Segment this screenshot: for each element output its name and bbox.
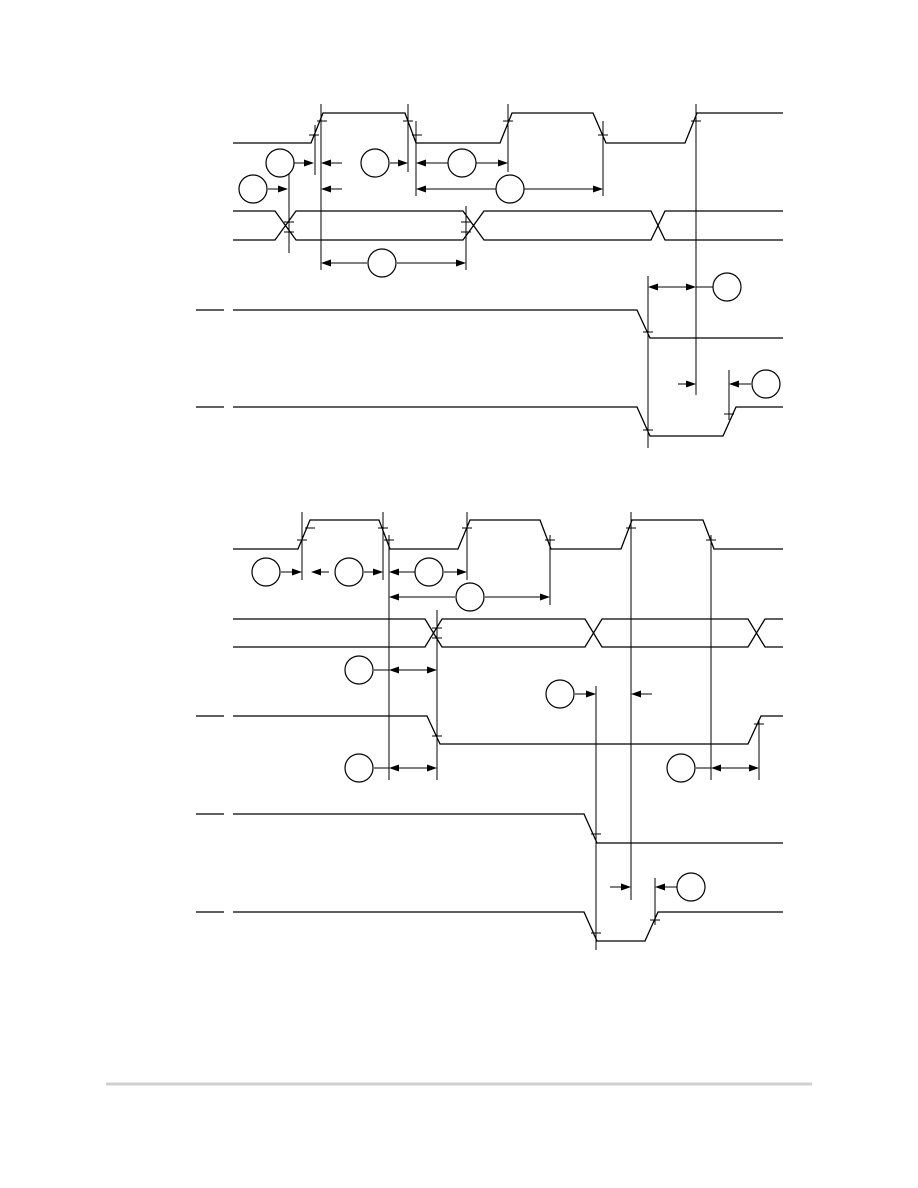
callout-1 xyxy=(251,557,281,587)
callout-9 xyxy=(676,872,706,902)
dimension-arrows xyxy=(268,159,751,388)
upper-timing-diagram xyxy=(196,104,783,448)
callout-4 xyxy=(455,582,485,612)
callout-2 xyxy=(360,148,390,178)
clock-waveform xyxy=(233,519,783,550)
reference-lines xyxy=(297,512,764,950)
strobe-signal-2 xyxy=(196,911,783,942)
callout-4 xyxy=(238,174,268,204)
dimension-arrows xyxy=(281,568,759,891)
strobe-signal-1 xyxy=(196,813,783,844)
data-bus-waveform xyxy=(233,618,783,648)
callout-2 xyxy=(334,557,364,587)
callout-3 xyxy=(414,557,444,587)
lower-timing-diagram xyxy=(196,512,783,950)
callout-8 xyxy=(666,753,696,783)
callout-8 xyxy=(751,369,781,399)
callout-7 xyxy=(712,272,742,302)
callout-1 xyxy=(265,148,295,178)
callout-5 xyxy=(495,174,525,204)
data-bus-waveform xyxy=(233,210,783,241)
callout-5 xyxy=(344,655,374,685)
strobe-signal-2 xyxy=(196,406,783,437)
enable-signal xyxy=(196,715,783,745)
callout-circles xyxy=(238,148,781,399)
reference-lines xyxy=(284,104,734,448)
callout-7 xyxy=(344,753,374,783)
callout-circles xyxy=(251,557,706,902)
callout-6 xyxy=(545,679,575,709)
callout-6 xyxy=(367,248,397,278)
strobe-signal-1 xyxy=(196,309,783,339)
callout-3 xyxy=(447,148,477,178)
